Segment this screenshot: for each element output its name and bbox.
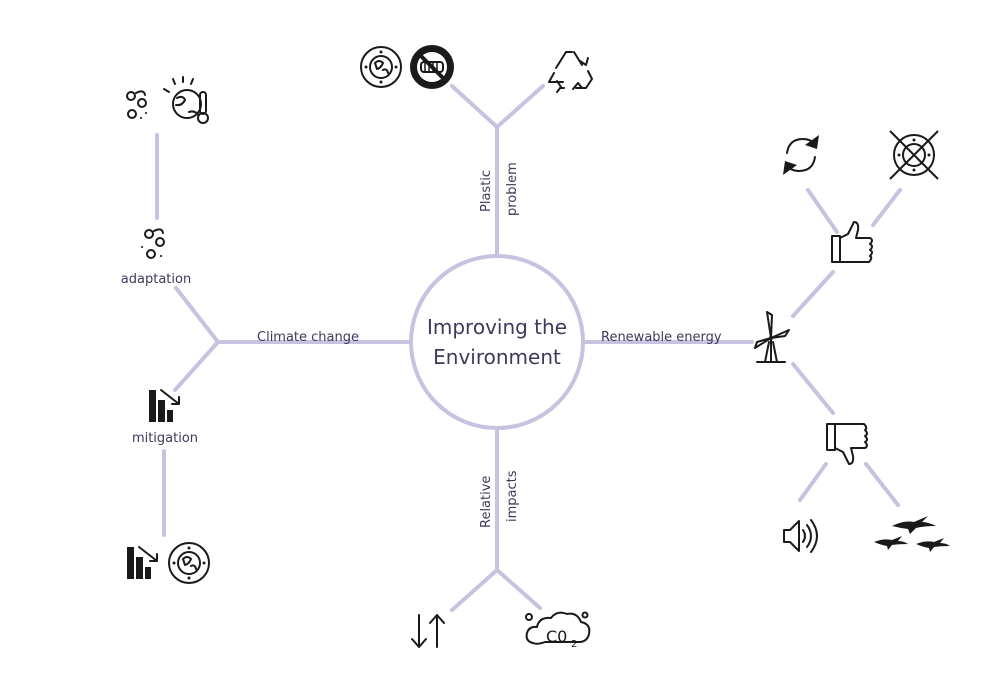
wind-turbine-icon: [754, 311, 790, 363]
center-title-line1: Improving the: [427, 315, 567, 339]
up-down-arrows-icon: [411, 614, 445, 648]
plastic-label-line1: Plastic: [479, 170, 494, 212]
globe-recycle-icon: [360, 46, 402, 88]
climate-label: Climate change: [257, 330, 359, 345]
globe-recycle-small-icon: [168, 542, 210, 584]
plastic-label-line2: problem: [505, 162, 520, 216]
mitigation-chart-small-icon: [127, 546, 158, 579]
center-title-line2: Environment: [433, 345, 561, 369]
refresh-icon: [783, 135, 819, 175]
recycle-icon: [548, 51, 593, 93]
co2-cloud-icon: C0 2: [525, 611, 591, 650]
birds-icon: [874, 516, 950, 552]
no-globe-icon: [889, 130, 939, 180]
no-plastic-icon: [410, 45, 454, 89]
adaptation-icon: [141, 228, 165, 259]
co2-subscript: 2: [571, 639, 577, 650]
relative-label-line2: impacts: [505, 470, 520, 522]
adaptation-small-icon: [126, 90, 148, 119]
thumbs-up-icon: [831, 221, 873, 263]
co2-text: C0: [546, 627, 567, 646]
mitigation-label: mitigation: [132, 431, 198, 446]
adaptation-label: adaptation: [121, 272, 191, 287]
speaker-icon: [783, 519, 818, 553]
mitigation-chart-icon: [149, 389, 180, 422]
hot-earth-icon: [163, 76, 209, 124]
relative-label-line1: Relative: [479, 476, 494, 528]
central-circle: [409, 254, 585, 430]
renewable-label: Renewable energy: [601, 330, 722, 345]
thumbs-down-icon: [826, 423, 868, 465]
branch-lines: [155, 84, 902, 612]
